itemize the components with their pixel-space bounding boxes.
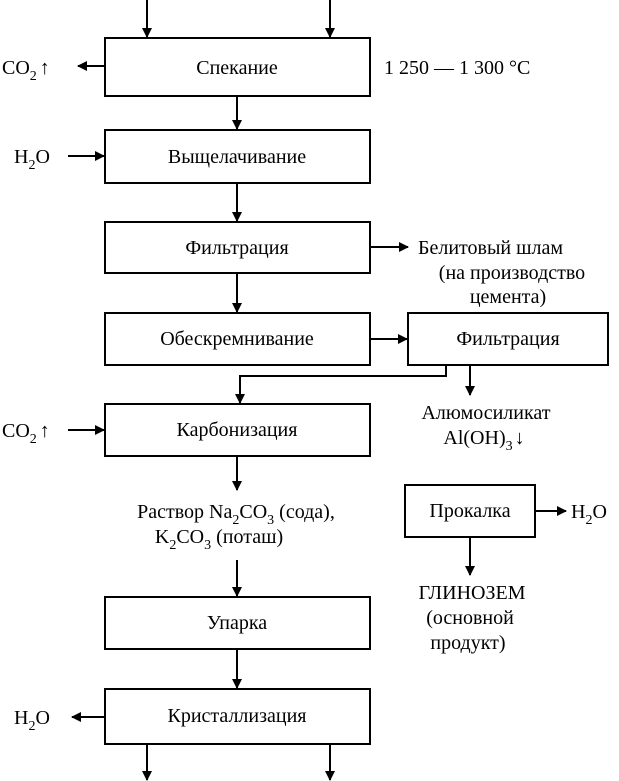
aluminosilicate-line2: Al(OH)3↓ <box>443 427 524 454</box>
aluminosilicate-line1: Алюмосиликат <box>421 402 550 424</box>
leaching-label: Выщелачивание <box>168 146 306 168</box>
sintering-label: Спекание <box>196 57 278 79</box>
belite-sludge-line1: Белитовый шлам <box>418 237 563 259</box>
sintering-temperature: 1 250 — 1 300 °С <box>384 57 530 79</box>
h2o-in-label: H2O <box>14 146 50 173</box>
desilication-label: Обескремнивание <box>160 328 314 350</box>
filtration-2-box <box>407 312 609 366</box>
filtration-label: Фильтрация <box>185 237 288 259</box>
belite-sludge-line3: цемента) <box>470 286 546 308</box>
leaching-box <box>104 129 371 184</box>
carbonization-label: Карбонизация <box>177 419 298 441</box>
h2o-out-crystallization-label: H2O <box>14 707 50 734</box>
solution-line1: Раствор Na2CO3 (сода), <box>137 501 335 528</box>
evaporation-box <box>104 596 371 650</box>
carbonization-box <box>104 403 371 457</box>
calcination-label: Прокалка <box>429 500 510 522</box>
h2o-out-calcination-label: H2O <box>571 501 607 528</box>
solution-line2: K2CO3 (поташ) <box>155 526 283 553</box>
alumina-line2: (основной <box>426 607 514 629</box>
alumina-line1: ГЛИНОЗЕМ <box>419 582 526 604</box>
co2-in-label: CO2↑ <box>2 420 50 447</box>
evaporation-label: Упарка <box>207 612 267 634</box>
co2-out-label: CO2↑ <box>2 57 50 84</box>
filtration-2-label: Фильтрация <box>456 328 559 350</box>
sintering-box <box>104 37 371 97</box>
belite-sludge-line2: (на производство <box>439 262 585 284</box>
crystallization-label: Кристаллизация <box>167 705 306 727</box>
arrow-filtration-2-to-carbonization <box>235 365 447 404</box>
alumina-line3: продукт) <box>430 632 505 654</box>
